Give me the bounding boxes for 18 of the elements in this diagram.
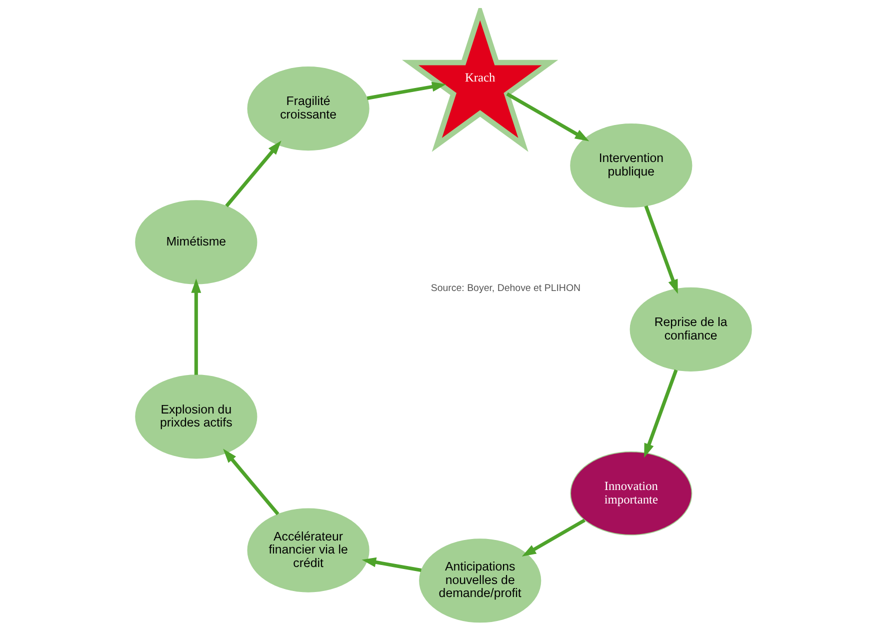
node-ellipse: Anticipations nouvelles de demande/profit	[419, 538, 542, 623]
label: Source: Boyer, Dehove et PLIHON	[430, 283, 581, 294]
arrow	[225, 140, 282, 208]
node-ellipse: Accélérateur financier via le crédit	[247, 508, 370, 592]
arrow	[191, 278, 202, 375]
node-ellipse: Mimétisme	[135, 200, 258, 284]
node-ellipse: Intervention publique	[570, 123, 692, 208]
arrow	[366, 82, 446, 100]
arrow	[362, 557, 422, 572]
arrow	[644, 205, 678, 294]
node-ellipse: Innovation importante	[570, 451, 692, 536]
arrow	[223, 448, 280, 516]
arrow	[506, 92, 590, 142]
node-ellipse: Reprise de la confiance	[630, 287, 752, 372]
arrow	[522, 518, 586, 556]
node-ellipse: Fragilité croissante	[247, 66, 370, 151]
arrow	[644, 369, 678, 458]
node-ellipse: Explosion du prixdes actifs	[135, 374, 258, 459]
